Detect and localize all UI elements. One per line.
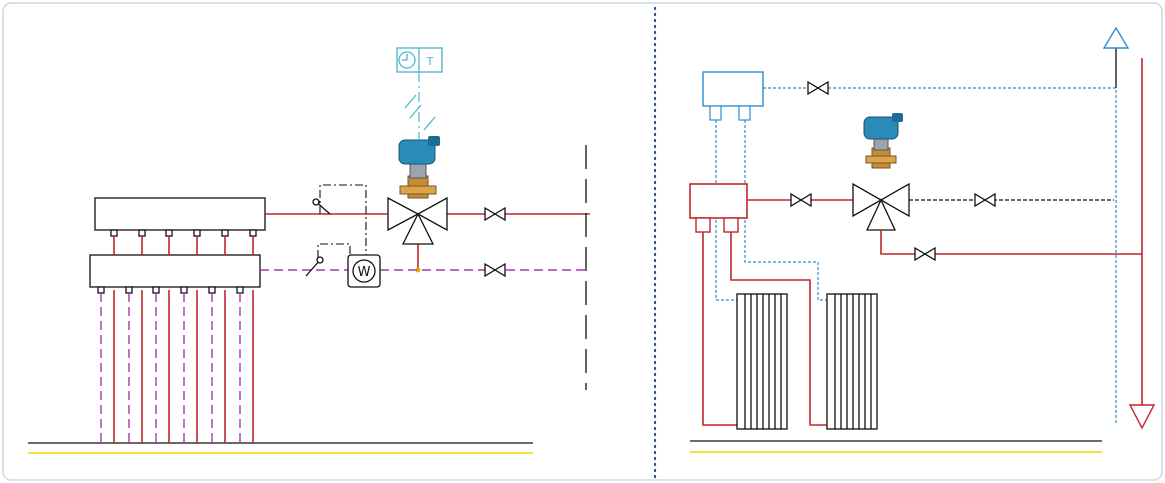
pump-icon: W: [347, 254, 381, 288]
expansion-arrow-icon: [1128, 404, 1156, 430]
return-pipe: [880, 230, 1142, 255]
radiator-icon: [736, 293, 788, 430]
supply-manifold-ports: [110, 229, 257, 255]
gate-valve-icon: [790, 192, 812, 208]
radiator-icon: [826, 293, 878, 430]
gate-valve-icon: [484, 206, 506, 222]
flow-switch-icon: [305, 243, 351, 277]
control-box: [702, 71, 764, 107]
expansion-arrow-icon: [1102, 26, 1130, 49]
actuator-motor-icon: [863, 113, 903, 169]
floor-heating-loops: [100, 290, 254, 443]
bypass-junction: [415, 267, 421, 273]
distribution-box: [689, 183, 748, 219]
gate-valve-icon: [974, 192, 996, 208]
gate-valve-icon: [484, 262, 506, 278]
pump-label: W: [358, 265, 371, 280]
pressure-switch-icon: [312, 184, 367, 255]
radiator-pipe-1: [702, 232, 737, 426]
control-line-radiator-1: [715, 120, 737, 301]
three-way-valve-icon: [852, 182, 910, 231]
distribution-port: [723, 217, 739, 233]
gate-valve-icon: [807, 80, 829, 96]
left-underfloor-system: T W: [28, 47, 590, 454]
thermostat-icon: T: [396, 47, 443, 140]
control-box-port: [709, 105, 722, 121]
actuator-motor-icon: [398, 136, 440, 199]
distribution-port: [695, 217, 711, 233]
thermostat-label: T: [426, 55, 434, 68]
control-box-port: [738, 105, 751, 121]
return-manifold: [89, 254, 261, 288]
right-radiator-system: [689, 26, 1156, 453]
three-way-valve-icon: [387, 196, 448, 245]
control-line-radiator-2: [744, 120, 827, 301]
radiator-pipe-2: [730, 232, 827, 426]
gate-valve-icon: [914, 246, 936, 262]
supply-manifold: [94, 197, 266, 231]
